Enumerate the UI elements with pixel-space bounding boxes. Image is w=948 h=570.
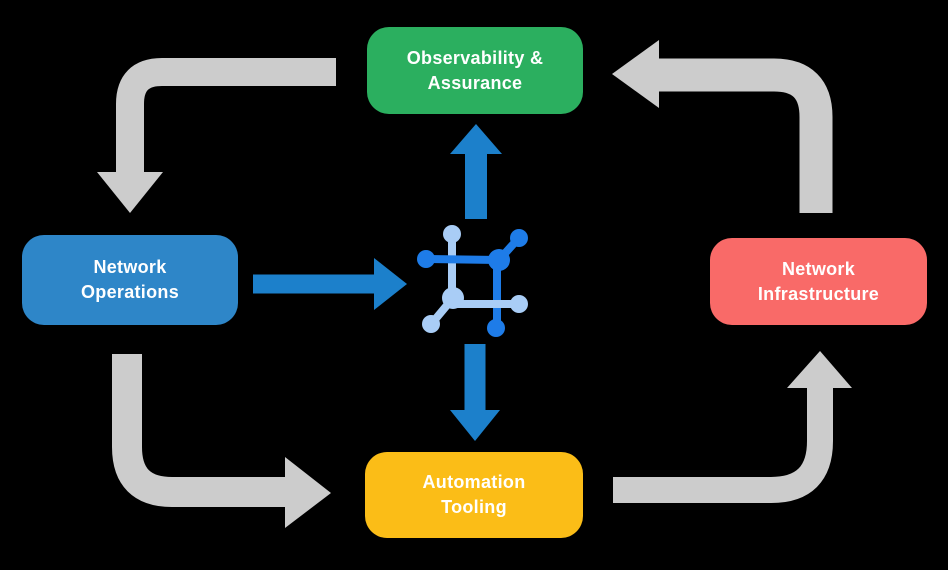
node-network-operations: Network Operations: [22, 235, 238, 325]
node-infrastructure-label-line1: Network: [781, 258, 856, 279]
node-automation-label-line2: Tooling: [441, 497, 507, 517]
node-observability-label-line2: Assurance: [427, 72, 523, 93]
arrow-observability-to-operations: [97, 58, 336, 213]
node-automation-label-line1: Automation: [422, 472, 526, 493]
node-operations-label-line2: Operations: [80, 282, 180, 302]
node-operations-label-line1: Network: [93, 257, 167, 278]
arrow-hub-to-observability: [450, 124, 502, 219]
arrow-operations-to-automation: [112, 354, 331, 528]
arrow-hub-to-automation: [450, 344, 500, 441]
node-infrastructure-label-line2: Infrastructure: [757, 283, 880, 304]
node-automation-tooling: Automation Tooling: [365, 452, 583, 538]
node-observability-assurance: Observability & Assurance: [367, 27, 583, 114]
network-mesh-icon: [417, 225, 528, 337]
arrow-automation-to-infrastructure: [613, 351, 852, 503]
arrow-infrastructure-to-observability: [612, 40, 833, 213]
node-network-infrastructure: Network Infrastructure: [710, 238, 927, 325]
node-observability-label-line1: Observability &: [406, 47, 544, 68]
arrow-operations-to-hub: [253, 258, 407, 310]
